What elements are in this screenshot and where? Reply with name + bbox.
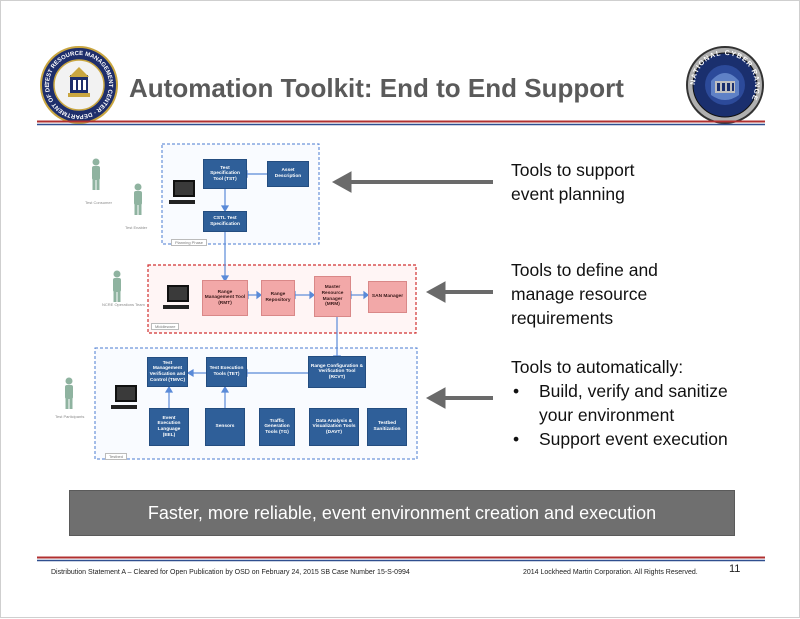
callout-arrows — [331, 171, 493, 409]
tmvc-box: Test Management Verification and Control… — [147, 357, 188, 387]
distribution-statement: Distribution Statement A – Cleared for O… — [51, 569, 410, 576]
slide-title: Automation Toolkit: End to End Support — [129, 73, 624, 103]
resources-callout-line: Tools to define and — [511, 260, 658, 280]
copyright-notice: 2014 Lockheed Martin Corporation. All Ri… — [523, 569, 698, 576]
planning-zone-label: Planning Phase — [171, 239, 208, 246]
eel-box: Event Execution Language (EEL) — [149, 408, 189, 446]
mrm-box: Master Resource Manager (MRM) — [314, 276, 351, 317]
planning-callout-line: Tools to support — [511, 160, 635, 180]
header-rule — [37, 120, 765, 126]
resources-callout-line: manage resource — [511, 284, 648, 304]
automation-callout: Tools to automatically: • Build, verify … — [511, 355, 728, 451]
bullet-dot: • — [513, 429, 520, 449]
automation-bullet-line: your environment — [539, 405, 675, 425]
davt-box: Data Analysis & Visualization Tools (DAV… — [309, 408, 359, 446]
test-participants-label: Test Participants — [55, 414, 85, 419]
test-enabler-label: Test Enabler — [125, 225, 148, 230]
test-consumer-label: Test Consumer — [85, 200, 112, 205]
testbed-computer-icon — [111, 385, 137, 409]
computer-icons — [111, 180, 195, 409]
tst-box: Test Specification Tool (TST) — [203, 159, 247, 189]
trmc-seal-icon: TEST RESOURCE MANAGEMENT CENTER · DEPART… — [39, 45, 118, 124]
rcvt-box: Range Configuration & Verification Tool … — [308, 356, 366, 388]
tet-box: Test Execution Tools (TET) — [206, 357, 247, 387]
automation-bullet-line: Build, verify and sanitize — [539, 381, 728, 401]
national-cyber-range-seal-icon: NATIONAL CYBER RANGE — [686, 46, 764, 124]
cstl-box: CSTL Test Specification — [203, 211, 247, 232]
sensors-box: Sensors — [205, 408, 245, 446]
footer-rule — [37, 556, 765, 562]
summary-banner: Faster, more reliable, event environment… — [69, 490, 735, 536]
testbed-zone-label: Testbed — [105, 453, 128, 460]
automation-bullet-line: Support event execution — [539, 429, 728, 449]
automation-bullet: • Support event execution — [511, 427, 728, 451]
planning-callout-line: event planning — [511, 184, 625, 204]
page-number: 11 — [729, 563, 741, 575]
automation-callout-heading: Tools to automatically: — [511, 357, 684, 377]
testbed-sanitization-box: Testbed Sanitization — [367, 408, 407, 446]
operations-team-label: NCRE Operations Team — [102, 302, 145, 307]
operations-team-person-icon — [113, 270, 121, 302]
planning-callout: Tools to support event planning — [511, 158, 635, 206]
san-manager-box: SAN Manager — [368, 281, 407, 313]
middleware-computer-icon — [163, 285, 189, 309]
person-figures — [65, 158, 142, 409]
range-repository-box: Range Repository — [261, 280, 295, 316]
traffic-generation-box: Traffic Generation Tools (TG) — [259, 408, 295, 446]
automation-bullet: • Build, verify and sanitize your enviro… — [511, 379, 728, 427]
middleware-zone-label: Middleware — [151, 323, 180, 330]
resources-callout: Tools to define and manage resource requ… — [511, 258, 658, 330]
rmt-box: Range Management Tool (RMT) — [202, 280, 248, 316]
test-participants-person-icon — [65, 377, 73, 409]
test-consumer-person-icon — [92, 158, 100, 190]
asset-description-box: Asset Description — [267, 161, 309, 187]
resources-callout-line: requirements — [511, 308, 614, 328]
bullet-dot: • — [513, 381, 520, 401]
planning-computer-icon — [169, 180, 195, 204]
test-enabler-person-icon — [134, 183, 142, 215]
